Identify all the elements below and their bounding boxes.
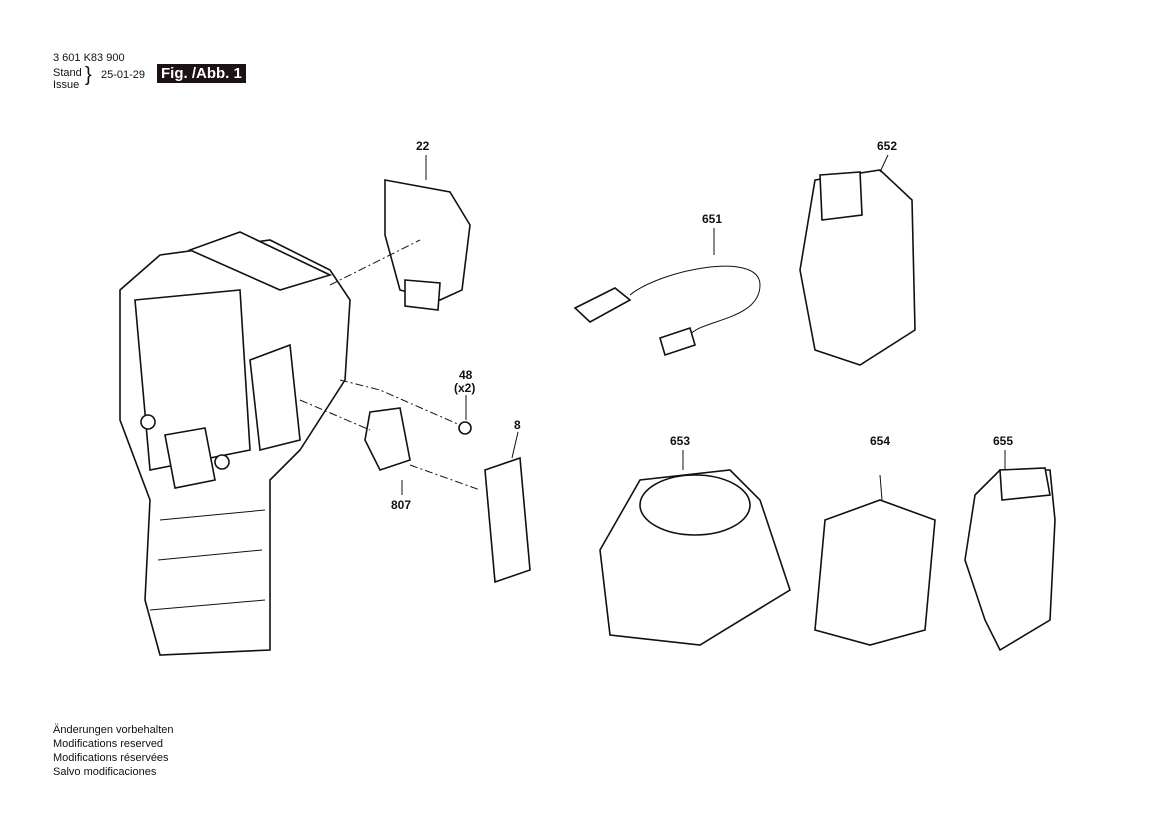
figure-label: Fig. /Abb. 1	[157, 64, 246, 83]
brace-icon: }	[85, 64, 92, 86]
callout-22: 22	[416, 139, 430, 153]
footer-line-fr: Modifications réservées	[53, 752, 169, 764]
callout-48: 48	[459, 368, 473, 382]
part-654-adapter	[814, 474, 936, 646]
callout-653: 653	[670, 434, 691, 448]
footer-line-de: Änderungen vorbehalten	[53, 724, 174, 736]
part-22-cover	[384, 179, 471, 301]
callout-48-qty: (x2)	[454, 381, 476, 395]
stand-label: Stand	[53, 67, 82, 79]
part-48-screw	[458, 421, 472, 435]
thermal-camera-body	[119, 231, 351, 656]
part-652-battery	[799, 154, 916, 366]
issue-date: 25-01-29	[101, 69, 146, 81]
callout-654: 654	[870, 434, 891, 448]
part-number: 3 601 K83 900	[53, 52, 125, 64]
footer-line-en: Modifications reserved	[53, 738, 164, 750]
part-653-charger	[599, 450, 791, 646]
callout-807: 807	[391, 498, 412, 512]
callout-8: 8	[514, 418, 521, 432]
callout-652: 652	[877, 139, 898, 153]
part-655-battery	[964, 450, 1056, 652]
callout-651: 651	[702, 212, 723, 226]
issue-label: Issue	[53, 79, 80, 91]
part-807-bracket	[364, 407, 411, 471]
part-651-usb-cable	[573, 228, 761, 357]
part-8-side-cover	[484, 456, 531, 584]
footer-line-es: Salvo modificaciones	[53, 766, 157, 778]
callout-655: 655	[993, 434, 1014, 448]
